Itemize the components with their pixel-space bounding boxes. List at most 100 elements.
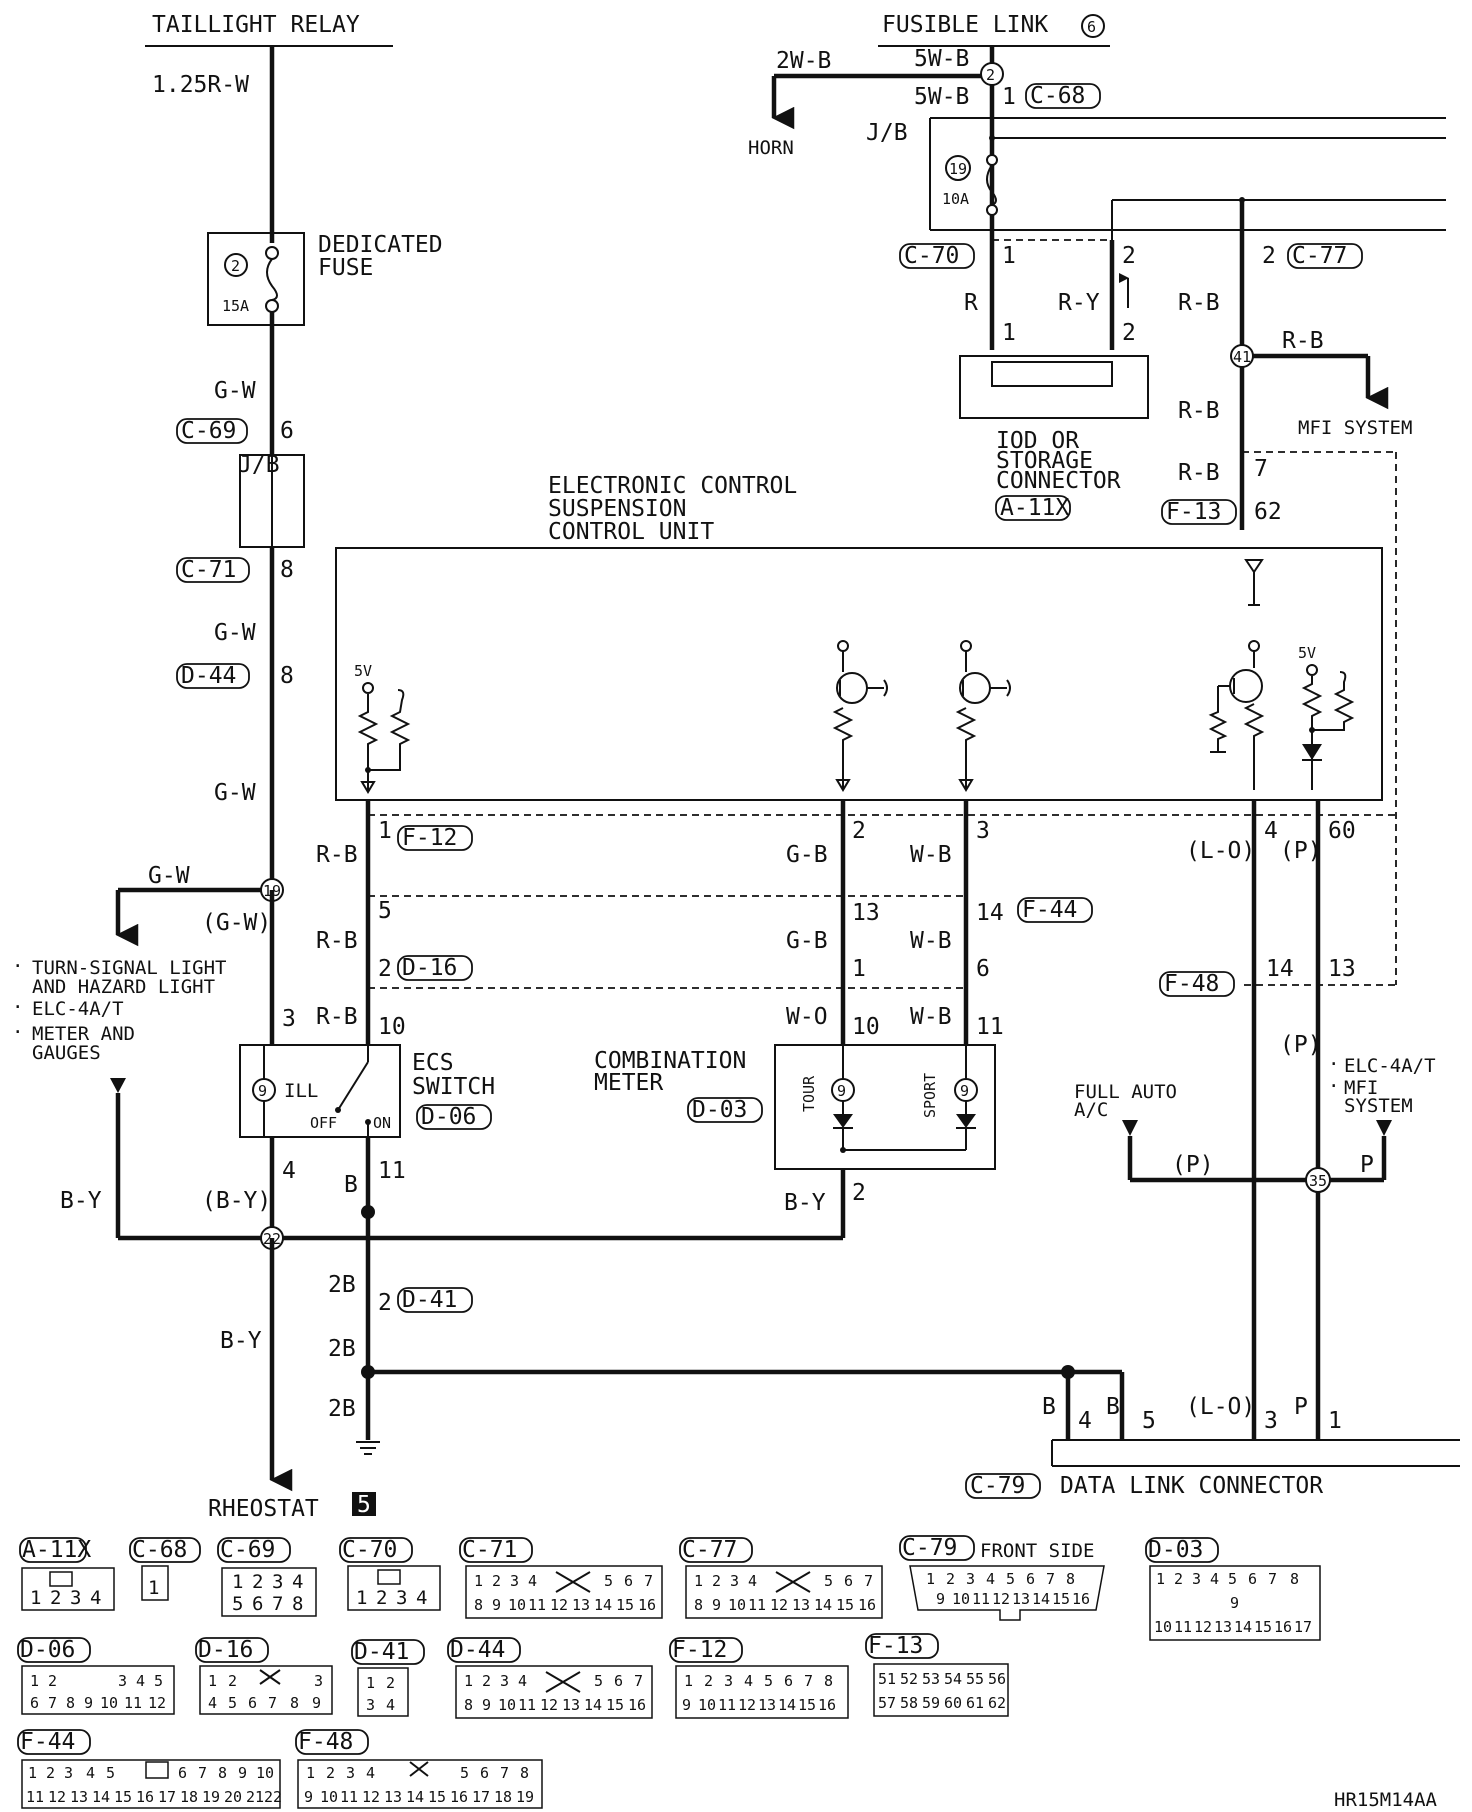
meter-gauges-label-2: GAUGES [32, 1042, 101, 1064]
wire-label: 2B [328, 1336, 356, 1362]
wire-label: (P) [1172, 1152, 1214, 1178]
pin-cell: 1 [306, 1764, 315, 1782]
view-d16-pins: 1 2 3 4 5 6 7 8 9 [208, 1672, 323, 1712]
pin-label: 3 [282, 1006, 296, 1032]
pin-cell: 2 [386, 1674, 395, 1692]
pin-cell: 15 [616, 1596, 634, 1614]
pin-cell: 2 [704, 1672, 713, 1690]
svg-text:·: · [12, 996, 23, 1018]
pin-cell: 3 [314, 1672, 323, 1690]
pin-cell: 14 [406, 1788, 424, 1806]
pin-cell: 7 [272, 1593, 283, 1615]
connector-views: A-11X 1 2 3 4 C-68 1 C-69 1 2 3 4 5 6 7 … [17, 1535, 1438, 1811]
pin-cell: 5 [594, 1672, 603, 1690]
pin-cell: 17 [1294, 1618, 1312, 1636]
pin-cell: 11 [748, 1596, 766, 1614]
pin-cell: 22 [264, 1788, 282, 1806]
pin-cell: 4 [386, 1696, 395, 1714]
pin-cell: 7 [864, 1572, 873, 1590]
pin-cell: 1 [30, 1672, 39, 1690]
wire-label: B [1106, 1394, 1120, 1420]
view-c71-tag: C-71 [462, 1537, 517, 1563]
pin-cell: 7 [644, 1572, 653, 1590]
iod-storage-connector: IOD OR STORAGE CONNECTOR A-11X [959, 355, 1149, 521]
pin-cell: 11 [1174, 1618, 1192, 1636]
pin-cell: 6 [30, 1694, 39, 1712]
view-d06-pins: 1 2 3 4 5 6 7 8 9 10 11 12 [30, 1672, 166, 1712]
pin-cell: 1 [208, 1672, 217, 1690]
connector-c71-tag: C-71 [181, 557, 236, 583]
pin-cell: 20 [224, 1788, 242, 1806]
pin-cell: 9 [936, 1590, 945, 1608]
pin-cell: 14 [594, 1596, 612, 1614]
ecu: ELECTRONIC CONTROL SUSPENSION CONTROL UN… [335, 473, 1383, 801]
connector-c69-tag: C-69 [181, 418, 236, 444]
pin-cell: 9 [712, 1596, 721, 1614]
ecu-label-1: ELECTRONIC CONTROL [548, 473, 797, 499]
pin-cell: 21 [246, 1788, 264, 1806]
pin-cell: 14 [814, 1596, 832, 1614]
pin-cell: 6 [178, 1764, 187, 1782]
wire-label: G-W [214, 780, 256, 806]
pin-cell: 13 [1012, 1590, 1030, 1608]
pin-label: 1 [852, 956, 866, 982]
pin-cell: 16 [1072, 1590, 1090, 1608]
dedicated-fuse-label-2: FUSE [318, 255, 373, 281]
iod-label-3: CONNECTOR [996, 468, 1121, 494]
pin-cell: 3 [510, 1572, 519, 1590]
wire-label: G-W [214, 378, 256, 404]
pin-label: 14 [976, 900, 1004, 926]
pin-cell: 17 [158, 1788, 176, 1806]
view-d44-pins: 1 2 3 4 5 6 7 8 9 10 11 12 13 14 15 16 [464, 1672, 646, 1714]
pin-cell: 62 [988, 1694, 1006, 1712]
pin-cell: 8 [520, 1764, 529, 1782]
wire-label: G-B [786, 928, 828, 954]
wire-label: B-Y [60, 1188, 102, 1214]
pin-label: 6 [976, 956, 990, 982]
combination-meter: COMBINATION METER D-03 9 9 TOUR SPORT [594, 1044, 996, 1170]
view-d03-tag: D-03 [1148, 1537, 1203, 1563]
pin-cell: 16 [818, 1696, 836, 1714]
pin-label: 2 [1262, 243, 1276, 269]
iod-label-2: STORAGE [996, 448, 1093, 474]
view-a11x-pins: 1 2 3 4 [30, 1587, 101, 1609]
pin-cell: 15 [1052, 1590, 1070, 1608]
connector-d41-tag: D-41 [402, 1287, 457, 1313]
connector-c77-tag: C-77 [1292, 243, 1347, 269]
wire-label: R-Y [1058, 290, 1100, 316]
connector-d06-tag: D-06 [421, 1104, 476, 1130]
combination-meter-label-1: COMBINATION [594, 1048, 746, 1074]
pin-label: 4 [1264, 818, 1278, 844]
rheostat-badge [352, 1492, 376, 1516]
pin-cell: 55 [966, 1670, 984, 1688]
pin-label: 2 [852, 818, 866, 844]
wire-label: (G-W) [202, 910, 271, 936]
wire-label: R-B [1282, 328, 1324, 354]
fusible-link-block: FUSIBLE LINK 6 [878, 12, 1110, 47]
pin-cell: 9 [238, 1764, 247, 1782]
iod-label-1: IOD OR [996, 428, 1079, 454]
pin-cell: 2 [946, 1570, 955, 1588]
pin-label: 2 [1122, 320, 1136, 346]
pin-cell: 60 [944, 1694, 962, 1712]
pin-cell: 10 [952, 1590, 970, 1608]
view-d41-tag: D-41 [354, 1639, 409, 1665]
pin-cell: 4 [208, 1694, 217, 1712]
pin-cell: 6 [1248, 1570, 1257, 1588]
view-f48-pins: 1 2 3 4 5 6 7 8 9 10 11 12 13 14 15 16 1… [304, 1764, 534, 1806]
pin-cell: 5 [1228, 1570, 1237, 1588]
pin-cell: 16 [136, 1788, 154, 1806]
pin-cell: 6 [784, 1672, 793, 1690]
pin-label: 11 [976, 1014, 1004, 1040]
pin-label: 60 [1328, 818, 1356, 844]
ecs-ill-label: ILL [284, 1080, 318, 1102]
pin-cell: 11 [340, 1788, 358, 1806]
ecu-5v-label-left: 5V [354, 662, 372, 680]
connector-f13-tag: F-13 [1166, 499, 1221, 525]
wire-label: R-B [1178, 460, 1220, 486]
pin-cell: 2 [326, 1764, 335, 1782]
pin-cell: 6 [614, 1672, 623, 1690]
view-f13-pins: 51 52 53 54 55 56 57 58 59 60 61 62 [878, 1670, 1006, 1712]
pin-label: 8 [280, 557, 294, 583]
pin-cell: 3 [70, 1587, 81, 1609]
